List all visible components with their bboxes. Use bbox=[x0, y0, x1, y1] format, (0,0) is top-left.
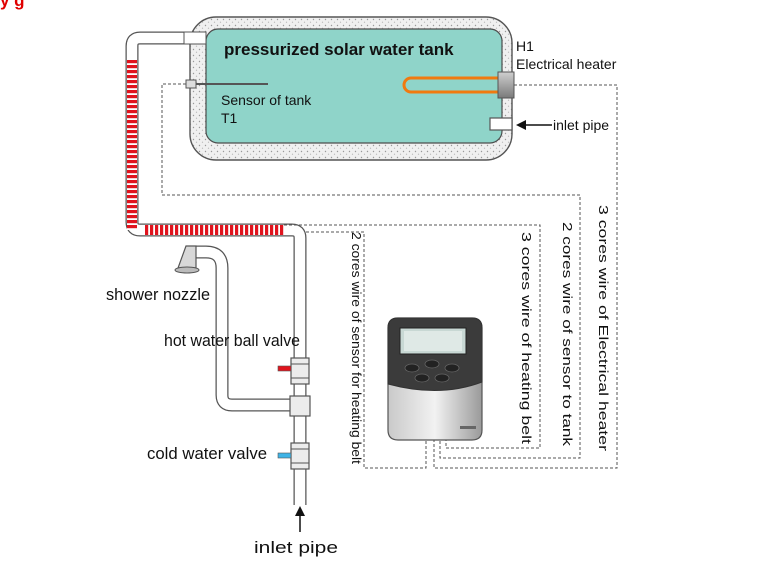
cold-water-valve bbox=[277, 442, 310, 470]
controller-display-inner bbox=[404, 331, 462, 351]
wire-label-heating-belt: 3 cores wire of heating belt bbox=[519, 232, 534, 445]
tank-sensor-label: Sensor of tank bbox=[221, 92, 312, 108]
shower-branch-pipe bbox=[196, 245, 294, 412]
pipe-tee-fitting bbox=[289, 395, 311, 417]
wiring bbox=[161, 83, 618, 469]
tank-sensor-wire bbox=[161, 83, 581, 459]
tank-inlet-stub bbox=[489, 117, 513, 131]
tank-inlet-pipe-label: inlet pipe bbox=[553, 117, 609, 133]
wire-label-tank-sensor: 2 cores wire of sensor to tank bbox=[560, 222, 575, 447]
controller-buttons bbox=[404, 359, 460, 383]
heater-code: H1 bbox=[516, 38, 534, 54]
cold-water-valve-label: cold water valve bbox=[147, 444, 267, 463]
solar-water-tank: pressurized solar water tank Sensor of t… bbox=[185, 16, 515, 161]
heating-belt-horizontal bbox=[144, 225, 284, 235]
hot-water-ball-valve-label: hot water ball valve bbox=[164, 331, 300, 350]
tank-inlet-arrow bbox=[516, 120, 552, 130]
title-fragment: y g bbox=[0, 0, 25, 10]
shower-nozzle-label: shower nozzle bbox=[106, 285, 210, 304]
heater-label: Electrical heater bbox=[516, 56, 617, 72]
solar-controller bbox=[387, 317, 483, 441]
bottom-inlet-arrow bbox=[295, 506, 305, 532]
hot-water-ball-valve bbox=[277, 357, 310, 385]
tank-sensor-code: T1 bbox=[221, 110, 238, 126]
shower-nozzle bbox=[174, 245, 200, 274]
electrical-heater-wire bbox=[433, 84, 618, 469]
heating-belt-sensor-wire bbox=[306, 231, 427, 469]
electrical-heater-element bbox=[402, 71, 515, 99]
tank-title: pressurized solar water tank bbox=[224, 40, 454, 59]
heating-belt-vertical bbox=[127, 60, 137, 230]
heating-belt-wire bbox=[284, 224, 541, 449]
bottom-inlet-pipe-label: inlet pipe bbox=[254, 538, 338, 557]
wire-label-heating-belt-sensor: 2 cores wire of sensor for heating belt bbox=[349, 232, 364, 464]
wire-label-electrical-heater: 3 cores wire of Electrical heater bbox=[596, 205, 611, 452]
